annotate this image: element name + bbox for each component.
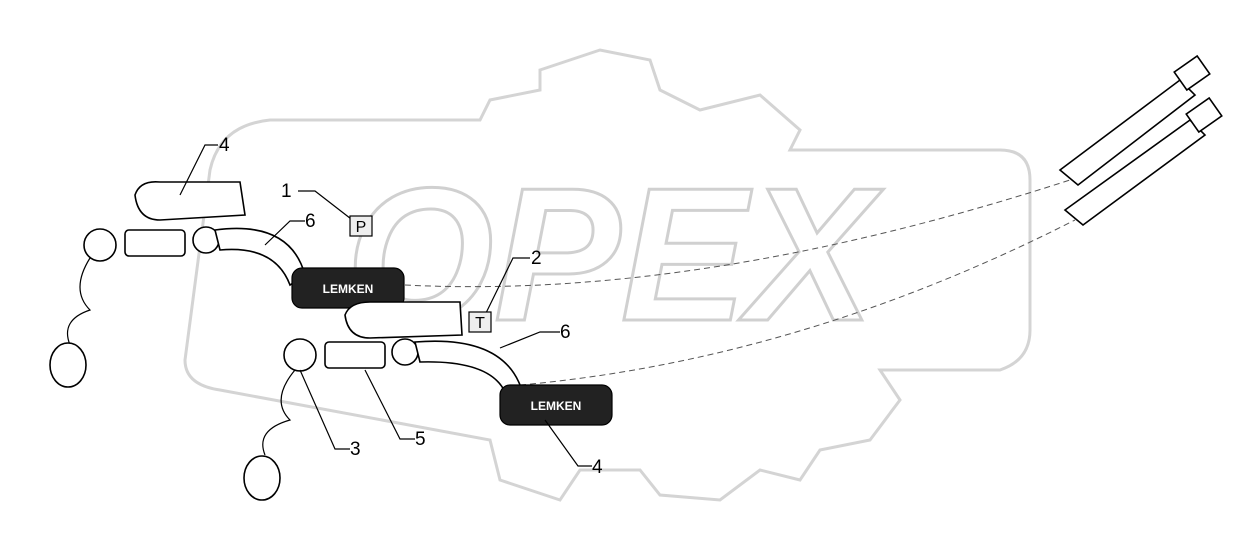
quick-coupler-top bbox=[124, 229, 186, 257]
marker-p: P bbox=[349, 215, 373, 237]
svg-text:T: T bbox=[475, 315, 485, 332]
handle-grip-top bbox=[291, 267, 405, 309]
dust-cap-bottom bbox=[283, 338, 317, 372]
hose-pair bbox=[1058, 54, 1223, 227]
callout-2: 2 bbox=[531, 248, 542, 269]
callout-6-top: 6 bbox=[305, 211, 316, 232]
callout-1: 1 bbox=[281, 181, 292, 202]
svg-text:P: P bbox=[356, 219, 367, 236]
coupling-assembly-p: LEMKEN bbox=[49, 180, 405, 388]
connection-line-t bbox=[519, 219, 1076, 386]
brand-text-top: LEMKEN bbox=[323, 282, 374, 296]
callout-5: 5 bbox=[415, 429, 426, 450]
quick-coupler-bottom bbox=[324, 341, 386, 369]
coupling-assembly-t: LEMKEN bbox=[243, 301, 613, 501]
handle-grip-bottom bbox=[499, 384, 613, 426]
dust-cap-top bbox=[83, 228, 117, 262]
brand-text-bottom: LEMKEN bbox=[531, 399, 582, 413]
leader-lines bbox=[179, 144, 592, 467]
callout-3: 3 bbox=[350, 439, 361, 460]
callout-4-top: 4 bbox=[219, 135, 230, 156]
coupling-holder-top bbox=[134, 180, 246, 221]
connection-line-p bbox=[404, 179, 1071, 288]
callout-6-bottom: 6 bbox=[560, 322, 571, 343]
cap-ring-bottom bbox=[243, 455, 281, 501]
cap-ring-top bbox=[49, 342, 87, 388]
marker-t: T bbox=[468, 311, 492, 333]
callout-4-bottom: 4 bbox=[592, 457, 603, 478]
